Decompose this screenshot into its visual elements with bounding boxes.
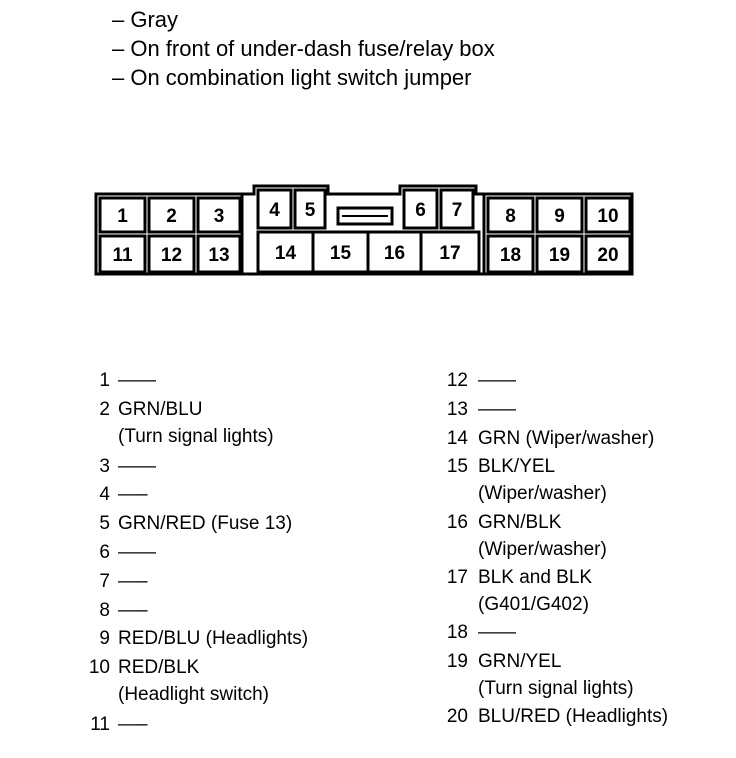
connector-cell-label-16: 16 [384,243,405,264]
connector-cell-label-10: 10 [597,206,618,227]
header-line-color: – Gray [112,7,179,32]
connector-cell-17 [419,230,481,274]
connector-latch [336,206,394,226]
pin-number-4: 4 [99,484,110,506]
pin-wire-11: —– [118,714,148,735]
pin-wire-13: —— [478,398,516,420]
pin-wire-19: GRN/YEL [478,651,562,673]
connector-cell-2 [147,196,196,234]
pin-number-15: 15 [446,456,468,478]
connector-cell-label-6: 6 [415,200,426,221]
pin-wire-6: —— [118,542,156,563]
pin-number-7: 7 [99,570,110,592]
pin-number-20: 20 [446,706,468,728]
connector-housing [94,184,634,276]
connector-cell-label-8: 8 [505,206,516,227]
connector-cell-11 [98,234,147,274]
connector-cell-label-17: 17 [439,243,460,264]
connector-cell-8 [486,196,535,234]
pin-note-2: (Turn signal lights) [118,425,274,447]
pin-wire-17: BLK and BLK [478,567,593,588]
connector-cell-20 [584,234,632,274]
connector-cell-6 [402,188,439,230]
pin-number-16: 16 [446,511,468,533]
connector-cell-18 [486,234,535,274]
connector-cell-label-14: 14 [275,243,297,264]
pin-wire-8: —– [118,599,148,621]
pin-number-10: 10 [88,657,110,679]
pin-number-13: 13 [446,398,468,420]
pin-wire-1: —— [118,370,156,391]
pin-number-17: 17 [446,567,468,588]
connector-cells [98,188,632,274]
connector-cell-19 [535,234,584,274]
connector-cell-10 [584,196,632,234]
pin-wire-14: GRN (Wiper/washer) [478,427,655,449]
pin-note-16: (Wiper/washer) [478,538,607,560]
pin-number-9: 9 [99,628,110,650]
pin-note-17: (G401/G402) [478,593,589,615]
pin-number-6: 6 [99,542,110,563]
pin-number-3: 3 [99,455,110,477]
connector-cell-label-1: 1 [117,206,128,227]
pin-number-18: 18 [446,622,468,644]
connector-cell-label-18: 18 [500,245,521,266]
connector-cell-7 [439,188,475,230]
connector-cell-label-20: 20 [597,245,618,266]
center-block [240,184,486,276]
connector-cell-12 [147,234,196,274]
pin-note-19: (Turn signal lights) [478,677,634,699]
connector-cell-13 [196,234,242,274]
connector-cell-label-3: 3 [214,206,225,227]
pin-wire-5: GRN/RED (Fuse 13) [118,513,293,535]
pin-number-2: 2 [99,398,110,420]
pin-number-5: 5 [99,513,110,535]
connector-cell-label-15: 15 [330,243,352,264]
header-line-location: – On front of under-dash fuse/relay box [112,36,495,61]
connector-cell-label-11: 11 [112,245,133,266]
pin-note-15: (Wiper/washer) [478,483,607,505]
connector-cell-label-5: 5 [305,200,316,221]
pin-number-14: 14 [446,427,468,449]
connector-cell-label-19: 19 [549,245,570,266]
header-line-jumper: – On combination light switch jumper [112,65,472,90]
connector-cell-label-9: 9 [554,206,565,227]
pin-wire-4: —– [118,484,148,506]
connector-cell-label-4: 4 [269,200,280,221]
pin-number-8: 8 [99,599,110,621]
connector-cell-5 [293,188,327,230]
connector-cell-9 [535,196,584,234]
connector-cell-label-13: 13 [208,245,229,266]
connector-cell-label-7: 7 [452,200,463,221]
connector-cell-label-12: 12 [161,245,182,266]
pin-wire-9: RED/BLU (Headlights) [118,628,309,650]
pin-wire-2: GRN/BLU [118,398,203,420]
pin-number-12: 12 [446,370,468,391]
connector-cell-1 [98,196,147,234]
pin-number-19: 19 [446,651,468,673]
pin-note-10: (Headlight switch) [118,684,269,705]
pin-wire-18: —— [478,622,516,644]
pin-wire-20: BLU/RED (Headlights) [478,706,669,728]
pin-number-11: 11 [90,714,110,735]
pin-number-1: 1 [99,370,110,391]
pin-wire-3: —— [118,455,156,477]
connector-cell-4 [256,188,293,230]
connector-cell-label-2: 2 [166,206,177,227]
pin-wire-16: GRN/BLK [478,511,562,533]
pin-wire-12: —— [478,370,516,391]
connector-cell-3 [196,196,242,234]
pin-wire-7: —– [118,570,148,592]
pin-wire-15: BLK/YEL [478,456,556,478]
pin-wire-10: RED/BLK [118,657,200,679]
